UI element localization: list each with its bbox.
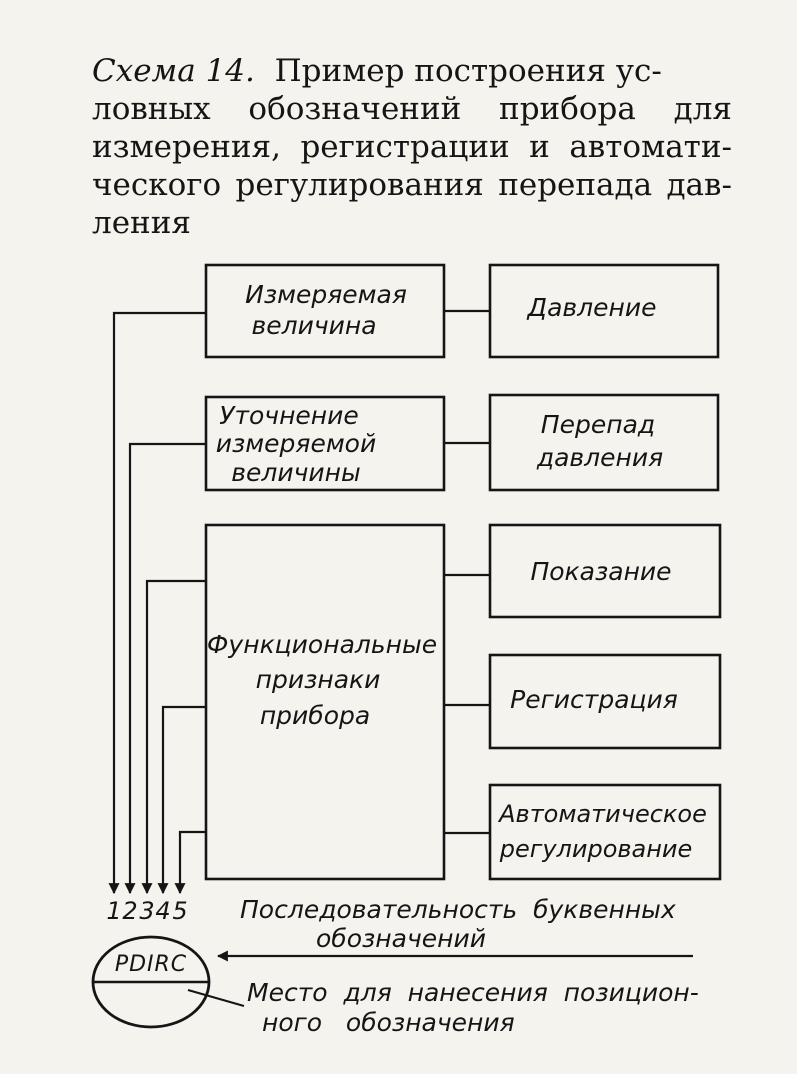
block-text: измеряемой	[216, 429, 376, 458]
arrow-line-1	[108, 311, 206, 895]
caption-line-4: ческого регулирования перепада дав-	[92, 166, 732, 204]
caption-word: автомати-	[569, 129, 732, 165]
block-text: Давление	[527, 293, 657, 322]
position-pointer	[187, 989, 245, 1007]
caption-line-1: Схема 14. Пример построения ус-	[92, 52, 732, 90]
block-registration: Регистрация	[488, 653, 722, 750]
caption-word: и	[529, 129, 550, 165]
block-pressure: Давление	[488, 263, 720, 359]
block-functional-features: Функциональные признаки прибора	[204, 523, 446, 881]
block-text: Измеряемая	[245, 280, 407, 309]
arrow-line-3	[141, 579, 206, 895]
block-text: величины	[231, 458, 360, 487]
block-text: Функциональные	[207, 630, 437, 659]
caption-word: дав-	[666, 167, 732, 203]
connectors	[444, 309, 490, 835]
sequence-label: Последовательность буквенных	[240, 895, 676, 924]
arrow-number: 1	[106, 897, 121, 925]
instrument-code: PDIRC	[115, 952, 187, 977]
arrow-number: 5	[172, 897, 187, 925]
caption-word: прибора	[499, 91, 636, 127]
block-text: Показание	[530, 557, 671, 586]
sequence-label: обозначений	[316, 924, 486, 953]
schema-caption: Схема 14. Пример построения ус- ловных о…	[92, 52, 732, 242]
arrow-numbers: 1 2 3 4 5	[106, 897, 187, 925]
block-text: признаки	[256, 665, 381, 694]
block-text: величина	[251, 311, 376, 340]
caption-word: ческого	[92, 167, 222, 203]
caption-line-5: ления	[92, 205, 191, 241]
block-refinement: Уточнение измеряемой величины	[204, 395, 446, 492]
caption-line-3: измерения, регистрации и автомати-	[92, 128, 732, 166]
caption-word: ловных	[92, 91, 211, 127]
arrow-number: 4	[155, 897, 170, 925]
instrument-symbol: PDIRC	[91, 935, 211, 1029]
block-text: прибора	[260, 701, 370, 730]
block-text: давления	[536, 443, 663, 472]
caption-word: регулирования	[235, 167, 484, 203]
block-text: Уточнение	[219, 401, 359, 430]
caption-word: обозначений	[248, 91, 462, 127]
schema-label: Схема 14.	[92, 53, 255, 89]
arrow-line-2	[124, 442, 206, 895]
caption-word: измерения,	[92, 129, 281, 165]
caption-word: для	[673, 91, 732, 127]
arrow-number: 3	[139, 897, 154, 925]
arrow-line-5	[174, 830, 206, 895]
block-text: Автоматическое	[497, 800, 707, 828]
position-label: Место для нанесения позицион-	[247, 978, 699, 1007]
block-indication: Показание	[488, 523, 722, 619]
block-measured-quantity: Измеряемая величина	[204, 263, 446, 359]
leader-arrows	[108, 311, 206, 895]
block-text: Перепад	[541, 410, 655, 439]
arrow-number: 2	[122, 897, 137, 925]
caption-word: регистрации	[300, 129, 510, 165]
block-text: Регистрация	[510, 685, 678, 714]
block-automatic-control: Автоматическое регулирование	[488, 783, 722, 881]
caption-text: Пример построения ус-	[274, 53, 662, 89]
block-text: регулирование	[499, 835, 693, 863]
caption-word: перепада	[498, 167, 653, 203]
block-pressure-difference: Перепад давления	[488, 393, 720, 492]
arrow-line-4	[157, 705, 206, 895]
position-label: ного обозначения	[262, 1008, 515, 1037]
caption-line-2: ловных обозначений прибора для	[92, 90, 732, 128]
